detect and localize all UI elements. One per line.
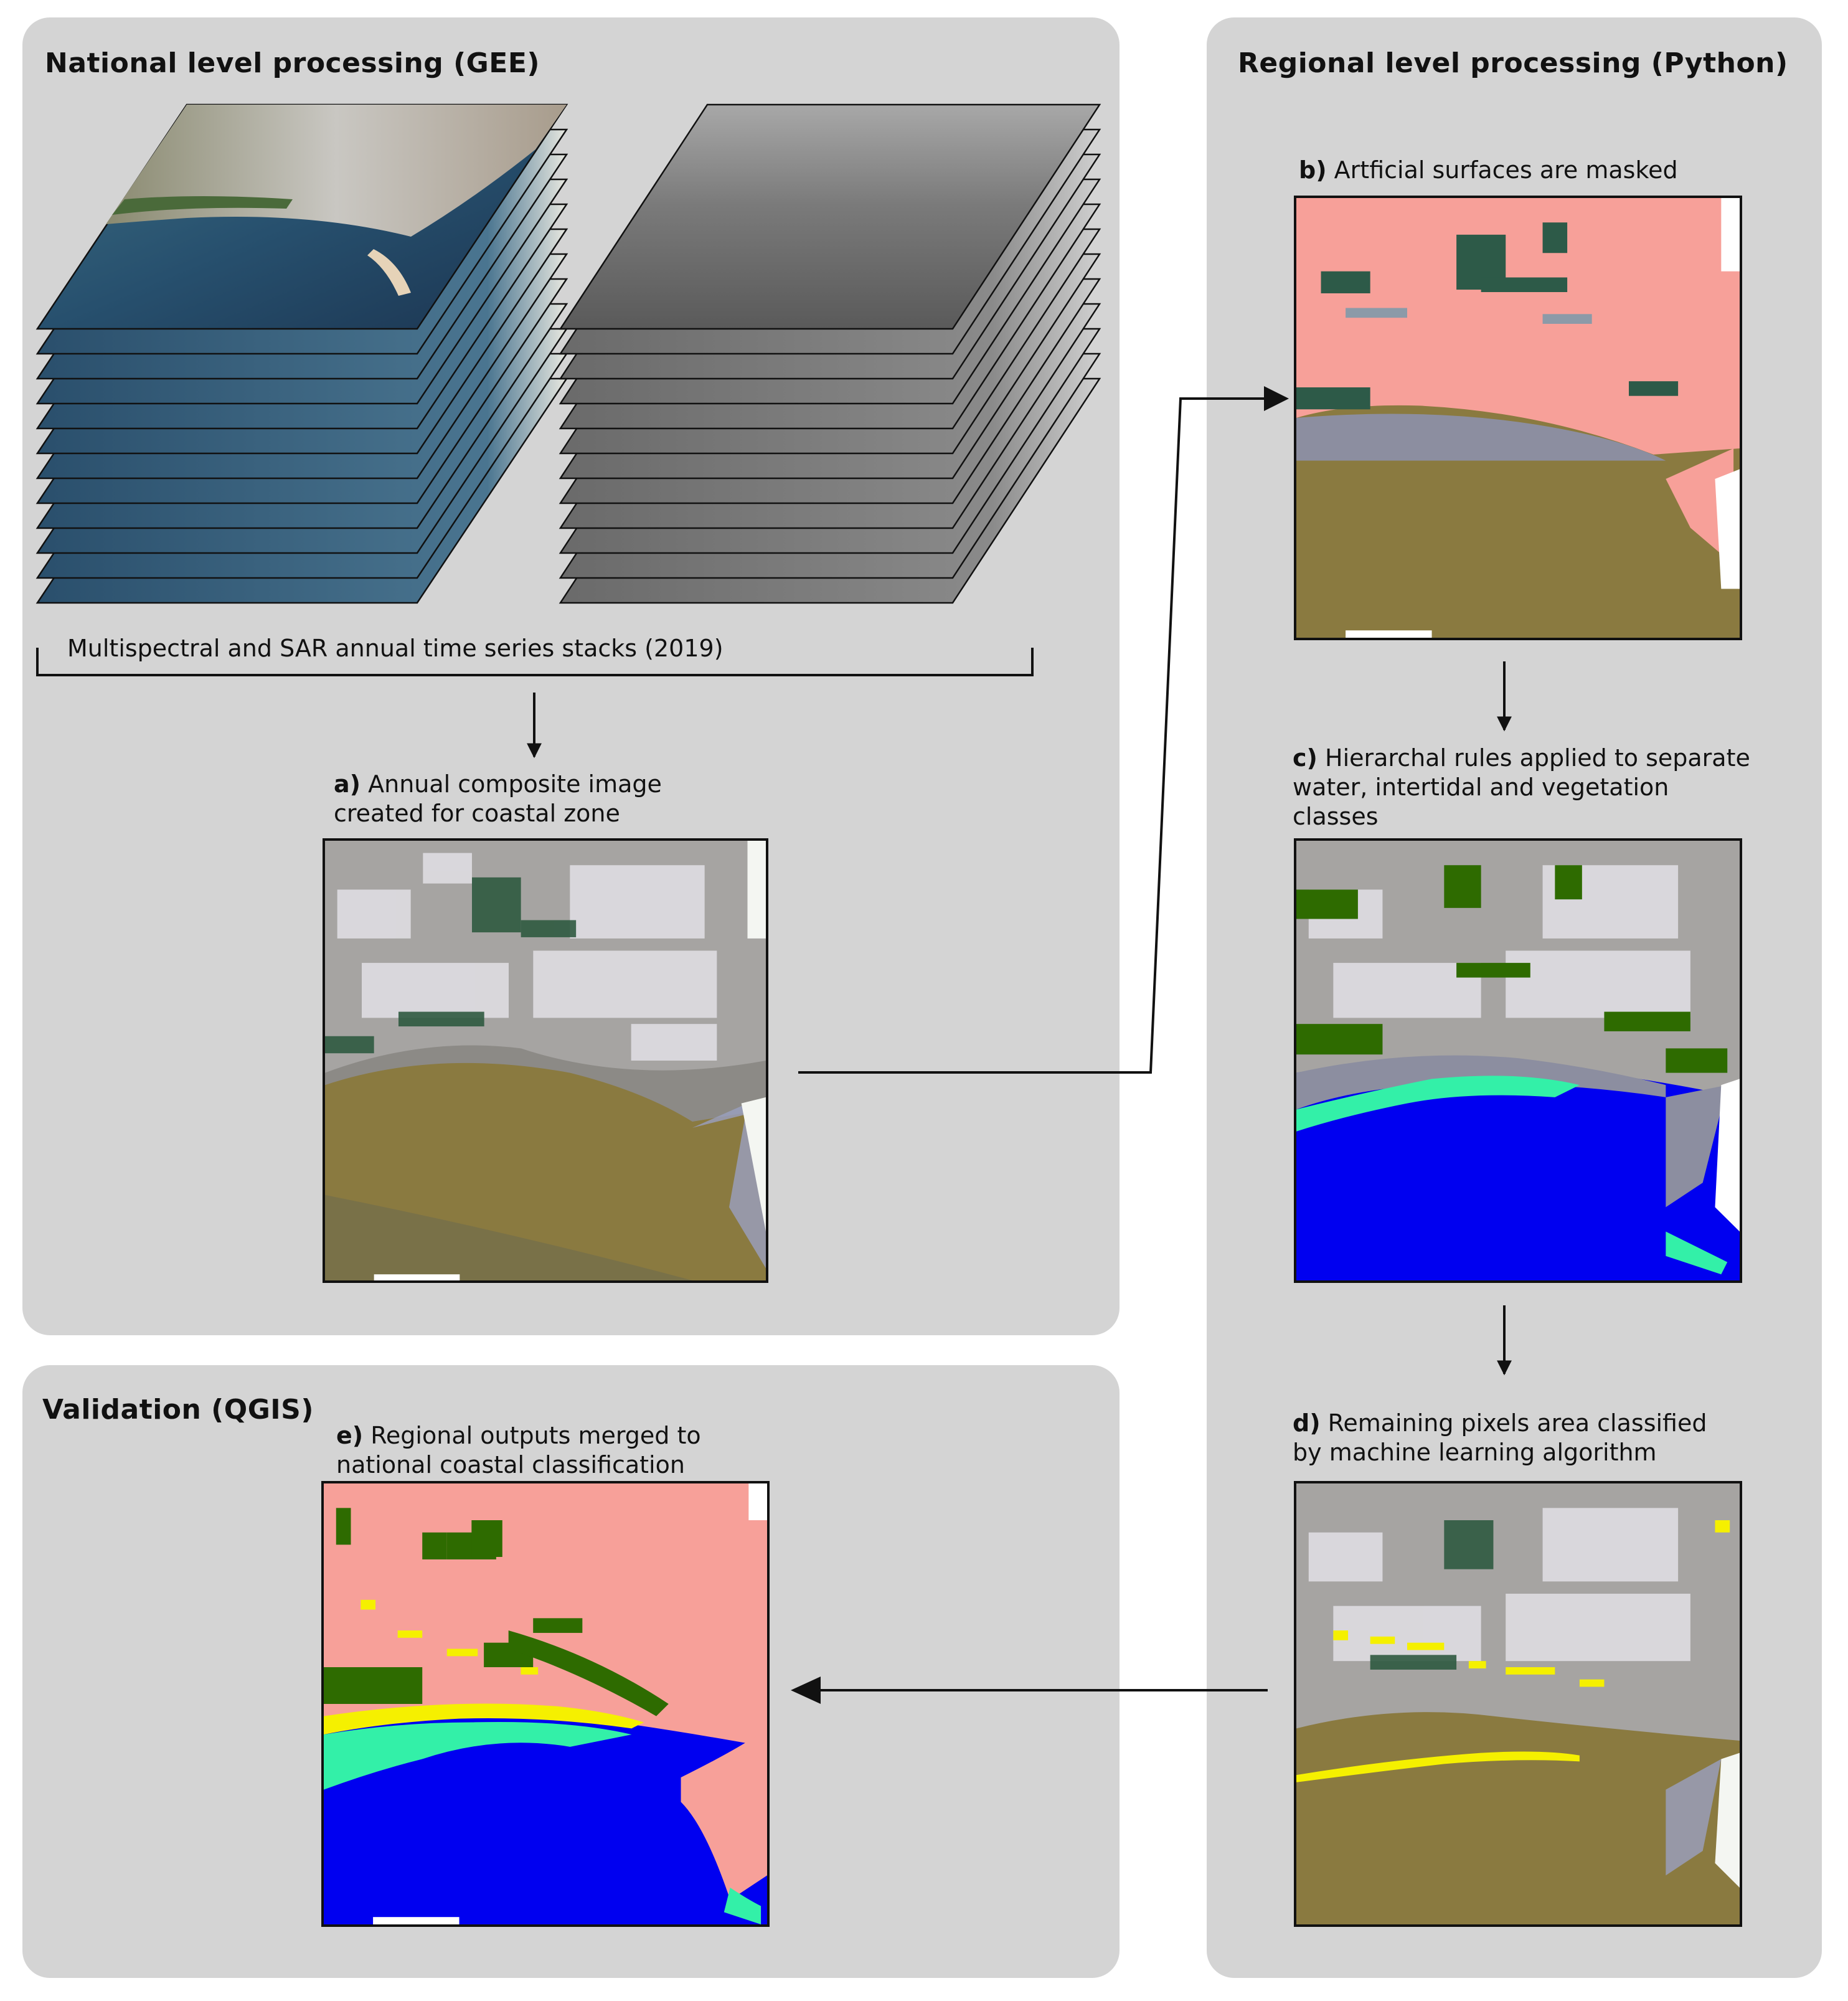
arrow-a-to-b xyxy=(798,397,1264,1074)
national-panel-title: National level processing (GEE) xyxy=(45,47,540,79)
step-d-letter: d) xyxy=(1293,1409,1321,1437)
ms-vegetation-strip xyxy=(112,196,293,215)
step-c-line-3: classes xyxy=(1293,803,1379,830)
sar-stack xyxy=(559,103,1101,604)
step-e-caption: e) Regional outputs merged to national c… xyxy=(336,1421,701,1480)
validation-panel-title: Validation (QGIS) xyxy=(42,1394,314,1426)
step-b-letter: b) xyxy=(1299,156,1327,184)
step-d-caption: d) Remaining pixels area classified by m… xyxy=(1293,1409,1707,1467)
masked-image-b xyxy=(1294,196,1742,640)
step-a-letter: a) xyxy=(334,770,361,798)
step-e-line-2: national coastal classification xyxy=(336,1451,685,1478)
step-c-line-2: water, intertidal and vegetation xyxy=(1293,773,1669,801)
step-c-caption: c) Hierarchal rules applied to separate … xyxy=(1293,744,1750,831)
stack-bracket xyxy=(36,648,1034,676)
time-series-stacks xyxy=(35,103,1101,604)
step-a-line-2: created for coastal zone xyxy=(334,800,620,827)
rules-image-c xyxy=(1294,838,1742,1283)
step-a-caption: a) Annual composite image created for co… xyxy=(334,770,662,828)
step-d-line-2: by machine learning algorithm xyxy=(1293,1439,1657,1466)
ms-beach xyxy=(367,249,411,296)
sar-top-layer xyxy=(559,103,1101,330)
regional-panel-title: Regional level processing (Python) xyxy=(1238,47,1788,79)
step-c-letter: c) xyxy=(1293,744,1318,772)
step-b-caption: b) Artficial surfaces are masked xyxy=(1299,156,1678,185)
stack-caption: Multispectral and SAR annual time series… xyxy=(67,635,724,662)
step-c-line-1: Hierarchal rules applied to separate xyxy=(1325,744,1750,772)
ml-image-d xyxy=(1294,1481,1742,1927)
merged-image-e xyxy=(321,1481,770,1927)
step-e-letter: e) xyxy=(336,1422,364,1449)
step-e-line-1: Regional outputs merged to xyxy=(370,1422,701,1449)
composite-image-a xyxy=(323,838,768,1283)
multispectral-stack xyxy=(35,103,568,604)
step-d-line-1: Remaining pixels area classified xyxy=(1327,1409,1707,1437)
step-b-line-1: Artficial surfaces are masked xyxy=(1334,156,1678,184)
step-a-line-1: Annual composite image xyxy=(368,770,662,798)
